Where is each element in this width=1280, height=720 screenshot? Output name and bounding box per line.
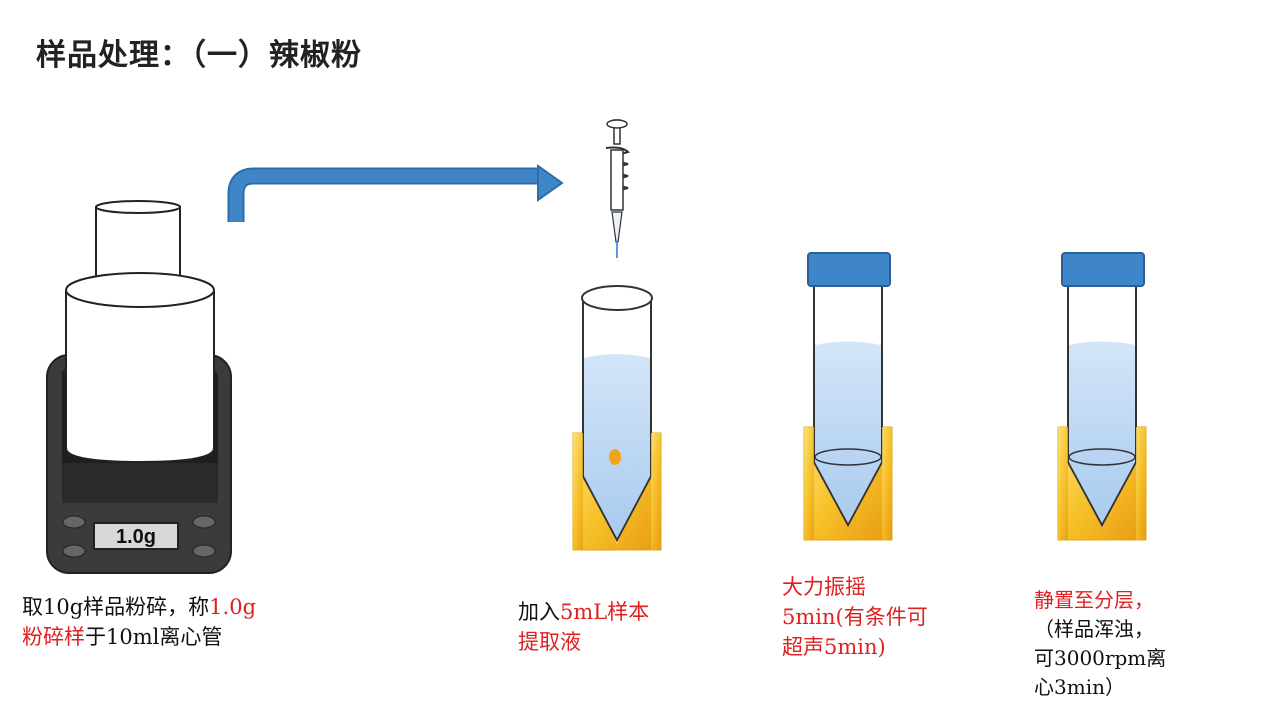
step3-caption: 大力振摇 5min(有条件可 超声5min) [782,572,928,662]
tube-cap [1061,252,1145,287]
step1-text-b: 粉碎样 [22,625,85,649]
sample-jar [65,200,215,464]
tube-settled [1057,252,1147,541]
step4-line3: 可3000rpm离 [1034,646,1167,670]
step1-text-a: 取10g样品粉碎，称 [22,595,210,619]
pipette-icon [605,119,630,258]
step1-caption: 取10g样品粉碎，称1.0g 粉碎样于10ml离心管 [22,592,256,652]
step4-line4: 心3min） [1034,675,1125,699]
arrow-head [537,164,564,202]
tube-shaking [803,252,893,541]
page-title: 样品处理：（一）辣椒粉 [36,38,362,73]
scale-reading: 1.0g [116,526,156,548]
step1-weight: 1.0g [209,595,257,619]
sample-powder [609,449,621,465]
tube-open [572,285,662,551]
step4-line2: （样品浑浊， [1034,617,1154,641]
step2-text-b: 提取液 [518,630,581,654]
step2-text-a: 加入 [518,600,560,624]
step4-caption: 静置至分层， （样品浑浊， 可3000rpm离 心3min） [1034,586,1166,702]
step1-text-c: 于10ml离心管 [85,625,223,649]
step4-line1: 静置至分层， [1034,588,1154,612]
scale-display [93,522,179,550]
tube-cap [807,252,891,287]
scale-buttons [62,515,216,558]
step3-line1: 大力振摇 [782,575,866,599]
step2-volume: 5mL样本 [560,600,650,624]
flow-arrow [227,167,540,222]
step3-line2: 5min(有条件可 [782,605,928,629]
step3-line3: 超声5min) [782,635,886,659]
step2-caption: 加入5mL样本 提取液 [518,597,649,657]
